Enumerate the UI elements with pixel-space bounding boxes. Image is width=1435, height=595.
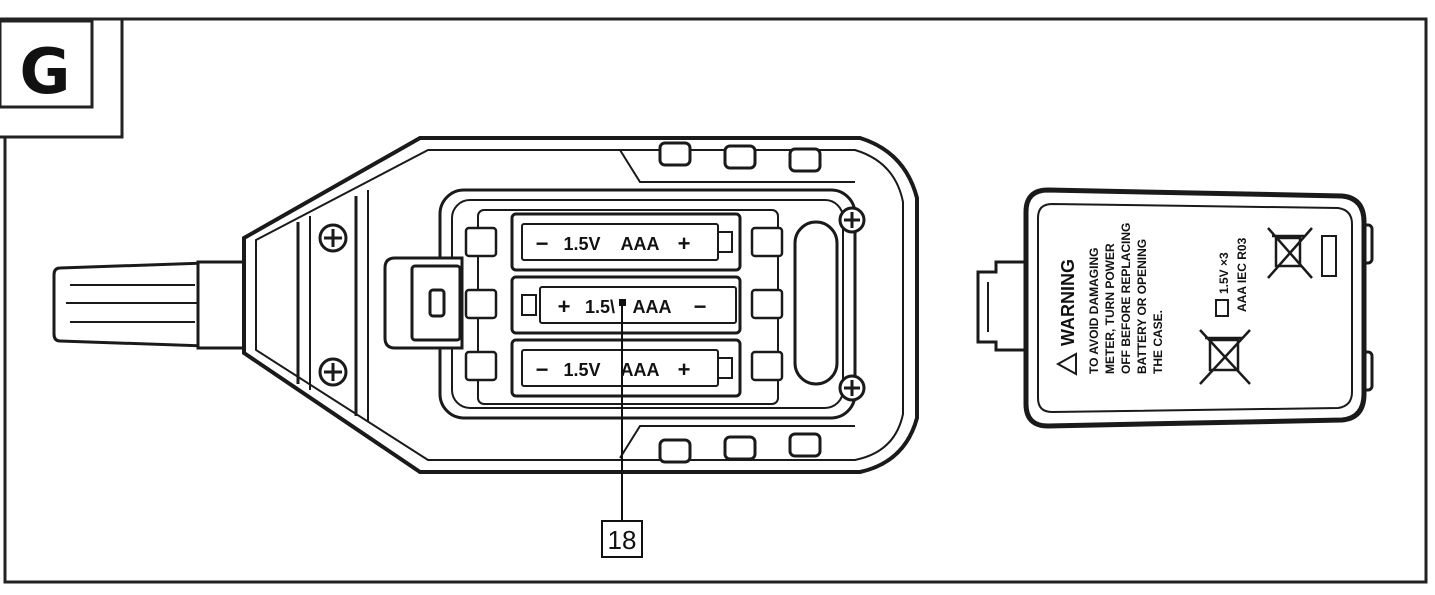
battery-symbol-icon <box>1215 299 1229 317</box>
battery-voltage: 1.5\ <box>585 297 615 317</box>
battery-voltage: 1.5V <box>563 360 600 380</box>
warning-triangle-icon <box>1055 352 1077 376</box>
warning-line: THE CASE. <box>1151 310 1165 374</box>
warning-title: WARNING <box>1058 259 1078 346</box>
battery-voltage: 1.5V <box>563 234 600 254</box>
screw-icon <box>838 374 866 402</box>
battery-negative-sign: − <box>536 357 549 382</box>
warning-line: OFF BEFORE REPLACING <box>1119 223 1133 374</box>
battery-cover: WARNING TO AVOID DAMAGING METER, TURN PO… <box>976 187 1374 429</box>
grip-bumps-top <box>619 141 855 183</box>
weee-disposal-icon <box>1199 329 1251 385</box>
grip-bumps-bottom <box>619 425 855 464</box>
weee-disposal-icon <box>1267 227 1313 279</box>
screw-icon <box>318 223 348 253</box>
warning-line: TO AVOID DAMAGING <box>1087 248 1101 374</box>
battery-size: AAA <box>633 297 672 317</box>
cover-slot <box>1321 235 1337 277</box>
screw-icon <box>318 357 348 387</box>
battery-cell: − 1.5V AAA + <box>510 212 742 272</box>
warning-line: METER, TURN POWER <box>1103 243 1117 374</box>
battery-negative-sign: − <box>536 231 549 256</box>
battery-positive-sign: + <box>558 294 571 319</box>
oval-window <box>793 220 839 386</box>
battery-clips <box>464 226 784 382</box>
battery-size: AAA <box>621 360 660 380</box>
battery-spec-line1: 1.5V ×3 <box>1217 252 1231 294</box>
panel-label: G <box>0 17 124 139</box>
callout-number: 18 <box>608 525 637 555</box>
battery-spec-line2: AAA IEC R03 <box>1235 237 1249 312</box>
compartment-latch <box>383 256 464 350</box>
battery-positive-sign: + <box>678 357 691 382</box>
callout: 18 <box>601 299 643 558</box>
callout-dot <box>619 299 626 306</box>
battery-negative-sign: − <box>694 294 707 319</box>
callout-box <box>601 520 643 558</box>
battery-size: AAA <box>621 234 660 254</box>
warning-line: BATTERY OR OPENING <box>1135 239 1149 374</box>
sensor-probe <box>52 260 246 350</box>
panel-letter: G <box>20 35 71 108</box>
battery-positive-sign: + <box>678 231 691 256</box>
battery-cell: − 1.5V AAA + <box>510 338 742 398</box>
screw-icon <box>838 206 866 234</box>
